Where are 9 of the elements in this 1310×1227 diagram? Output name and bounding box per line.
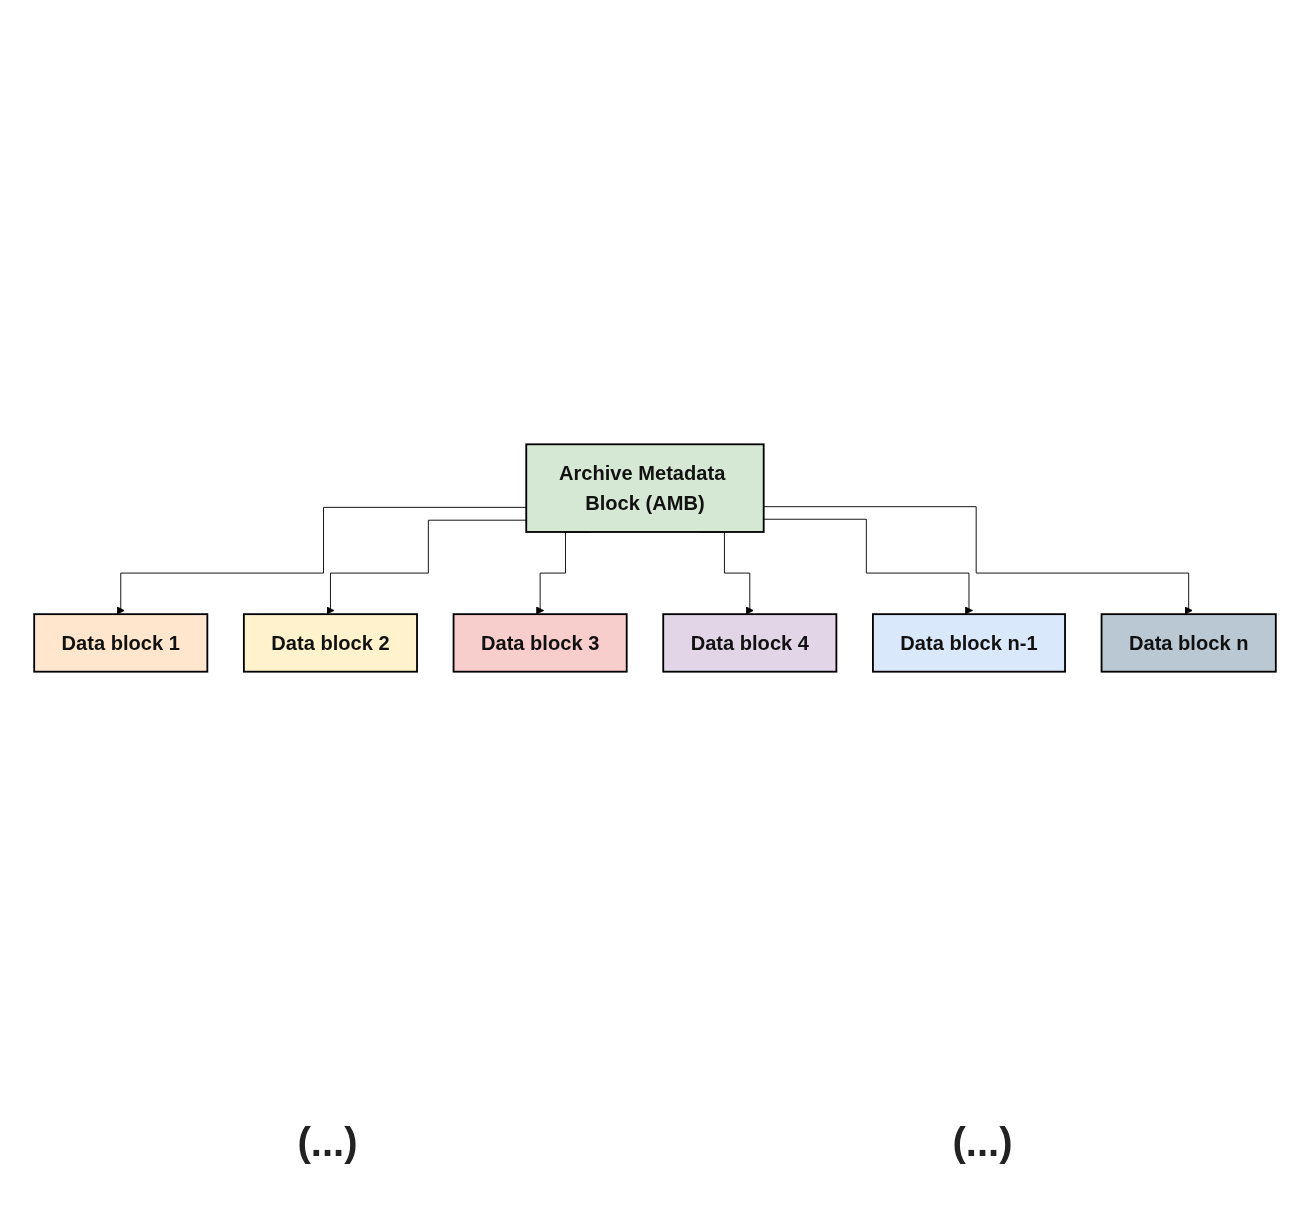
- node-box: Data block n: [1100, 613, 1277, 673]
- node-box: Data block n-1: [872, 613, 1066, 673]
- node-box: Data block 2: [242, 613, 418, 673]
- node-box: Data block 1: [33, 613, 209, 673]
- node-box: Archive Metadata Block (AMB): [525, 443, 765, 533]
- node-box: Data block 3: [452, 613, 628, 673]
- ellipsis-note: (...): [297, 1120, 358, 1165]
- ellipsis-note: (...): [952, 1120, 1013, 1165]
- node-box: Data block 4: [662, 613, 838, 673]
